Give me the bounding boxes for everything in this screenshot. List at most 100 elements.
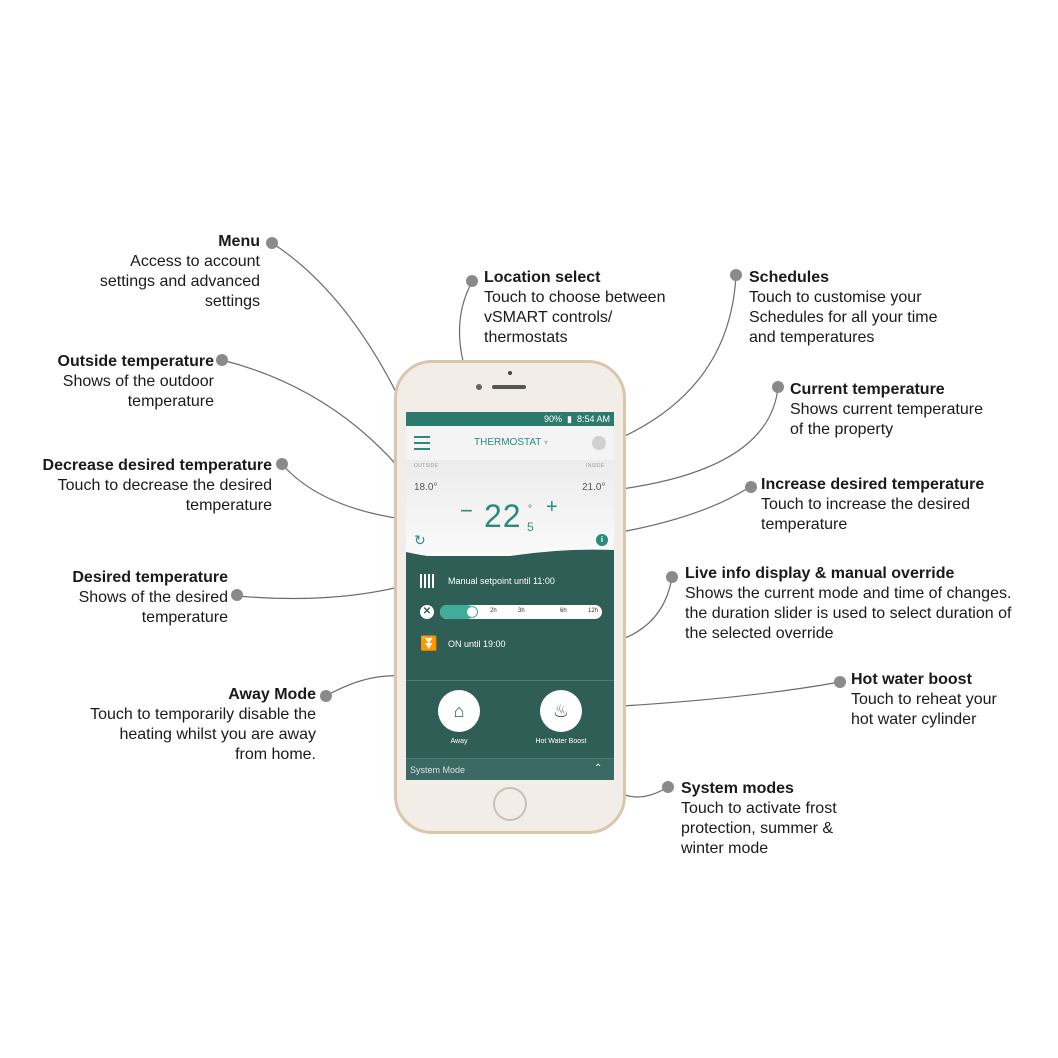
callout-desc-line: Touch to customise your bbox=[749, 289, 922, 306]
status-time: 8:54 AM bbox=[576, 414, 610, 424]
increase-temperature-button[interactable]: + bbox=[546, 496, 558, 518]
callout-dot-desired bbox=[231, 589, 243, 601]
callout-dot-menu bbox=[266, 237, 278, 249]
callout-desc-line: temperature bbox=[761, 516, 848, 533]
system-mode-bar[interactable]: System Mode ⌃ bbox=[406, 758, 614, 780]
callout-desc-line: Touch to reheat your bbox=[851, 691, 997, 708]
callout-dot-location bbox=[466, 275, 478, 287]
slider-tick: 6h bbox=[560, 608, 567, 614]
chevron-up-icon[interactable]: ⌃ bbox=[594, 763, 603, 774]
callout-hotwater: Hot water boost Touch to reheat your hot… bbox=[851, 670, 1051, 730]
callout-sysmodes: System modes Touch to activate frost pro… bbox=[681, 779, 901, 859]
outside-label: OUTSIDE bbox=[414, 463, 439, 469]
callout-title: Increase desired temperature bbox=[761, 476, 985, 493]
callout-desc-line: Touch to increase the desired bbox=[761, 496, 971, 513]
divider bbox=[406, 680, 614, 681]
callout-current: Current temperature Shows current temper… bbox=[790, 380, 1020, 440]
callout-menu: Menu Access to account settings and adva… bbox=[60, 232, 260, 312]
callout-desc-line: Shows of the desired bbox=[78, 589, 228, 606]
chevron-down-icon: ▾ bbox=[544, 438, 549, 447]
outside-temperature: 18.0° bbox=[414, 482, 438, 493]
callout-desc-line: the duration slider is used to select du… bbox=[685, 605, 1012, 622]
callout-dot-increase bbox=[745, 481, 757, 493]
callout-desc-line: of the property bbox=[790, 421, 894, 438]
callout-desc-line: from home. bbox=[235, 746, 316, 763]
away-label: Away bbox=[450, 738, 468, 745]
callout-title: Menu bbox=[218, 233, 260, 250]
callout-desc-line: the selected override bbox=[685, 625, 834, 642]
setpoint-status: Manual setpoint until 11:00 bbox=[448, 576, 555, 586]
info-icon[interactable]: i bbox=[596, 534, 608, 546]
schedule-clock-icon[interactable] bbox=[592, 436, 606, 450]
callout-desc-line: protection, summer & bbox=[681, 820, 834, 837]
house-person-icon: ⌂ bbox=[453, 701, 465, 721]
callout-desc-line: Touch to choose between bbox=[484, 289, 666, 306]
earpiece-speaker bbox=[492, 385, 526, 389]
callout-desc-line: hot water cylinder bbox=[851, 711, 977, 728]
slider-fill bbox=[440, 605, 474, 619]
radiator-icon bbox=[420, 574, 438, 588]
callout-desc-line: and temperatures bbox=[749, 329, 875, 346]
location-label: THERMOSTAT bbox=[473, 437, 542, 448]
battery-level: 90% bbox=[543, 414, 562, 424]
slider-handle[interactable] bbox=[466, 606, 478, 618]
app-screen: 90% ▮ 8:54 AM THERMOSTAT ▾ OUTSIDE 18.0°… bbox=[406, 412, 614, 780]
callout-desired: Desired temperature Shows of the desired… bbox=[20, 568, 228, 628]
callout-desc-line: temperature bbox=[127, 393, 214, 410]
callout-desc-line: Touch to decrease the desired bbox=[57, 477, 272, 494]
callout-title: Current temperature bbox=[790, 381, 945, 398]
app-header: THERMOSTAT ▾ bbox=[406, 426, 614, 460]
callout-desc-line: thermostats bbox=[484, 329, 568, 346]
decrease-temperature-button[interactable]: − bbox=[460, 498, 473, 523]
away-mode-button[interactable]: ⌂ bbox=[438, 690, 480, 732]
callout-desc-line: settings bbox=[204, 293, 260, 310]
hot-water-tap-icon: ⏬ bbox=[420, 635, 438, 651]
callout-title: Away Mode bbox=[228, 686, 316, 703]
hot-water-boost-button[interactable]: ♨ bbox=[540, 690, 582, 732]
callout-title: Decrease desired temperature bbox=[42, 457, 272, 474]
current-temperature: 21.0° bbox=[582, 482, 606, 493]
callout-desc-line: Access to account bbox=[130, 253, 260, 270]
inside-label: INSIDE bbox=[586, 463, 605, 469]
callout-dot-hotwater bbox=[834, 676, 846, 688]
home-button[interactable] bbox=[493, 787, 527, 821]
cancel-override-icon[interactable]: ✕ bbox=[420, 605, 434, 619]
location-select[interactable]: THERMOSTAT ▾ bbox=[446, 436, 576, 450]
status-bar: 90% ▮ 8:54 AM bbox=[406, 412, 614, 426]
callout-desc-line: temperature bbox=[141, 609, 228, 626]
callout-dot-decrease bbox=[276, 458, 288, 470]
duration-slider[interactable]: 2h 3h 6h 12h bbox=[440, 605, 602, 619]
callout-dot-outside bbox=[216, 354, 228, 366]
callout-title: Live info display & manual override bbox=[685, 565, 955, 582]
callout-title: Desired temperature bbox=[72, 569, 228, 586]
callout-away: Away Mode Touch to temporarily disable t… bbox=[60, 685, 316, 765]
callout-desc-line: Touch to temporarily disable the bbox=[90, 706, 316, 723]
callout-desc-line: heating whilst you are away bbox=[119, 726, 316, 743]
callout-title: Location select bbox=[484, 269, 601, 286]
callout-live: Live info display & manual override Show… bbox=[685, 564, 1055, 644]
refresh-icon[interactable]: ↻ bbox=[414, 532, 426, 548]
callout-decrease: Decrease desired temperature Touch to de… bbox=[10, 456, 272, 516]
callout-dot-current bbox=[772, 381, 784, 393]
callout-dot-schedules bbox=[730, 269, 742, 281]
menu-icon[interactable] bbox=[414, 436, 430, 450]
callout-desc-line: Touch to activate frost bbox=[681, 800, 837, 817]
slider-tick: 3h bbox=[518, 608, 525, 614]
system-mode-label: System Mode bbox=[410, 765, 466, 775]
callout-dot-away bbox=[320, 690, 332, 702]
callout-desc-line: Schedules for all your time bbox=[749, 309, 938, 326]
callout-title: Schedules bbox=[749, 269, 830, 286]
desired-temperature: 22 bbox=[484, 498, 522, 534]
tap-icon: ♨ bbox=[552, 701, 570, 721]
hot-water-boost-label: Hot Water Boost bbox=[535, 738, 587, 745]
battery-icon: ▮ bbox=[567, 414, 572, 424]
callout-title: Outside temperature bbox=[57, 353, 214, 370]
callout-title: System modes bbox=[681, 780, 794, 797]
temperature-panel: OUTSIDE 18.0° INSIDE 21.0° bbox=[406, 460, 614, 556]
callout-desc-line: Shows the current mode and time of chang… bbox=[685, 585, 1012, 602]
callout-location: Location select Touch to choose between … bbox=[484, 268, 704, 348]
callout-desc-line: winter mode bbox=[681, 840, 769, 857]
callout-increase: Increase desired temperature Touch to in… bbox=[761, 475, 1031, 535]
callout-schedules: Schedules Touch to customise your Schedu… bbox=[749, 268, 989, 348]
callout-desc-line: settings and advanced bbox=[99, 273, 260, 290]
